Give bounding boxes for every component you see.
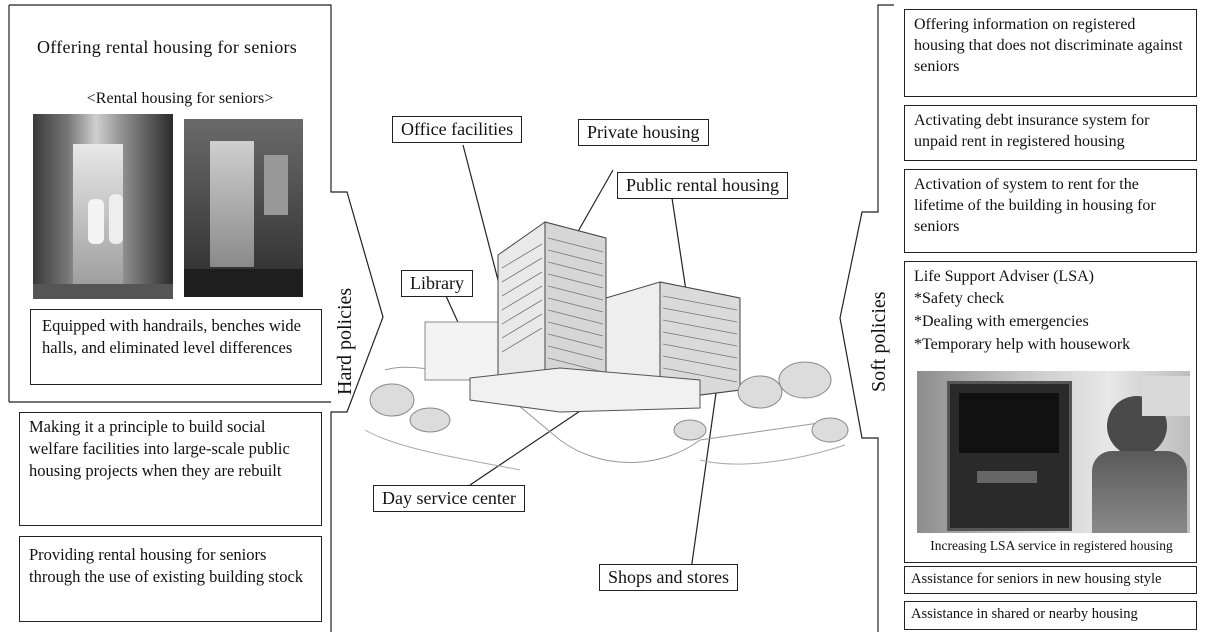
hard-policies-label: Hard policies: [334, 287, 356, 395]
shared-housing-box: Assistance in shared or nearby housing: [904, 601, 1197, 630]
lsa-item-safety: *Safety check: [914, 290, 1005, 307]
rental-housing-title: Offering rental housing for seniors: [37, 37, 298, 57]
existing-stock-box: Providing rental housing for seniors thr…: [19, 536, 322, 622]
lsa-item-housework: *Temporary help with housework: [914, 336, 1131, 353]
office-facilities-label: Office facilities: [392, 116, 523, 143]
intercom-photo: [917, 371, 1190, 533]
new-housing-style-box: Assistance for seniors in new housing st…: [904, 566, 1197, 594]
private-housing-label: Private housing: [578, 119, 709, 146]
lsa-box: Life Support Adviser (LSA) *Safety check…: [904, 261, 1197, 563]
lsa-title: Life Support Adviser (LSA): [914, 268, 1094, 285]
debt-insurance-box: Activating debt insurance system for unp…: [904, 105, 1197, 161]
rental-housing-subtitle: <Rental housing for seniors>: [86, 90, 274, 107]
library-label: Library: [401, 270, 473, 297]
equipped-box: Equipped with handrails, benches wide ha…: [30, 309, 322, 385]
entrance-photo: [184, 119, 303, 297]
shops-and-stores-label: Shops and stores: [599, 564, 738, 591]
registered-info-box: Offering information on registered housi…: [904, 9, 1197, 97]
welfare-facilities-box: Making it a principle to build social we…: [19, 412, 322, 526]
lifetime-rent-box: Activation of system to rent for the lif…: [904, 169, 1197, 253]
lsa-caption: Increasing LSA service in registered hou…: [930, 538, 1173, 553]
day-service-center-label: Day service center: [373, 485, 525, 512]
lsa-item-emergencies: *Dealing with emergencies: [914, 313, 1089, 330]
corridor-photo: [33, 114, 173, 299]
public-rental-housing-label: Public rental housing: [617, 172, 788, 199]
soft-policies-label: Soft policies: [868, 291, 890, 392]
